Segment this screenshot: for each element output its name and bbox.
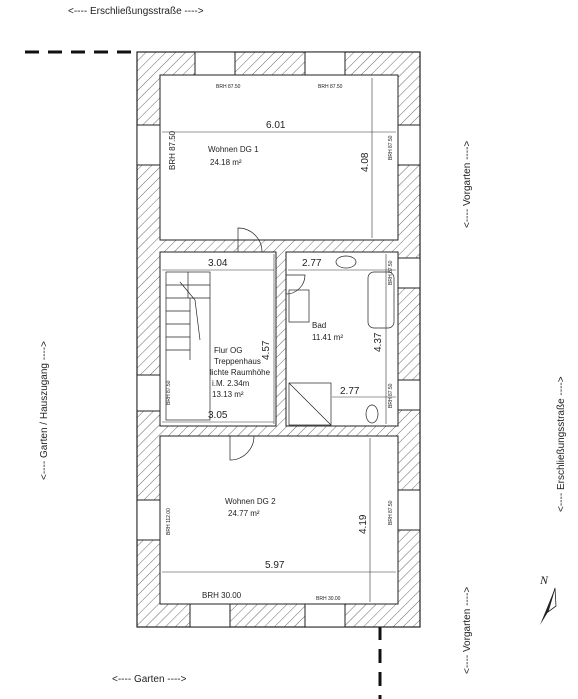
brh-bottom-left: BRH 30.00 — [202, 591, 242, 600]
dim-dg2-depth: 4.19 — [358, 514, 369, 534]
wohnen-dg1-area: 24.18 m² — [210, 158, 242, 167]
label-garden-bottom: <---- Garten ----> — [112, 674, 187, 685]
brh-top-left: BRH 87.50 — [216, 84, 241, 90]
brh-flur-left: BRH 87.50 — [166, 380, 172, 405]
dim-dg2-width: 5.97 — [265, 560, 285, 571]
room-flur — [159, 251, 277, 427]
bad-area: 11.41 m² — [312, 333, 343, 342]
brh-dg2-right: BRH 87.50 — [388, 500, 394, 525]
brh-bad-right-bottom: BRH 87.50 — [388, 383, 394, 408]
brh-dg2-left: BRH 112.00 — [166, 508, 172, 535]
wohnen-dg1-name: Wohnen DG 1 — [208, 145, 259, 154]
wohnen-dg2-name: Wohnen DG 2 — [225, 497, 276, 506]
dim-flur-depth: 4.57 — [261, 340, 272, 360]
bad-fixtures — [288, 255, 395, 426]
dim-dg1-width: 6.01 — [266, 120, 286, 131]
brh-dg1-left: BRH 87.50 — [168, 130, 177, 170]
room-wohnen-dg1 — [159, 74, 399, 241]
dim-bad-width-bottom: 2.77 — [340, 386, 360, 397]
staircase — [165, 271, 211, 421]
flur-area: 13.13 m² — [212, 390, 244, 399]
flur-line1: Flur OG — [214, 346, 242, 355]
dim-flur-width-bottom: 3.05 — [208, 410, 228, 421]
flur-line4: i.M. 2.34m — [212, 379, 250, 388]
dim-dg1-depth: 4.08 — [360, 152, 371, 172]
flur-line2: Treppenhaus — [214, 357, 261, 366]
brh-bottom-right: BRH 30.00 — [316, 596, 341, 602]
brh-bad-right-top: BRH 87.50 — [388, 260, 394, 285]
label-street-right: <---- Erschließungsstraße ----> — [556, 376, 567, 512]
label-vorgarten-lower: <---- Vorgarten ----> — [462, 587, 473, 674]
wohnen-dg2-area: 24.77 m² — [228, 509, 260, 518]
dimension-lines — [162, 78, 396, 602]
dim-flur-width-top: 3.04 — [208, 258, 228, 269]
windows — [136, 51, 421, 628]
compass-icon: N — [539, 573, 557, 625]
label-garden-left: <---- Garten / Hauszugang ----> — [39, 341, 50, 480]
flur-line3: lichte Raumhöhe — [210, 368, 271, 377]
dim-bad-width-top: 2.77 — [302, 258, 322, 269]
dim-bad-depth: 4.37 — [373, 332, 384, 352]
label-street-top: <---- Erschließungsstraße ----> — [68, 6, 204, 17]
brh-top-right: BRH 87.50 — [318, 84, 343, 90]
doors — [229, 227, 306, 461]
bad-name: Bad — [312, 321, 326, 330]
label-vorgarten-upper: <---- Vorgarten ----> — [462, 141, 473, 228]
brh-dg1-right: BRH 87.50 — [388, 135, 394, 160]
compass-letter: N — [539, 573, 549, 587]
